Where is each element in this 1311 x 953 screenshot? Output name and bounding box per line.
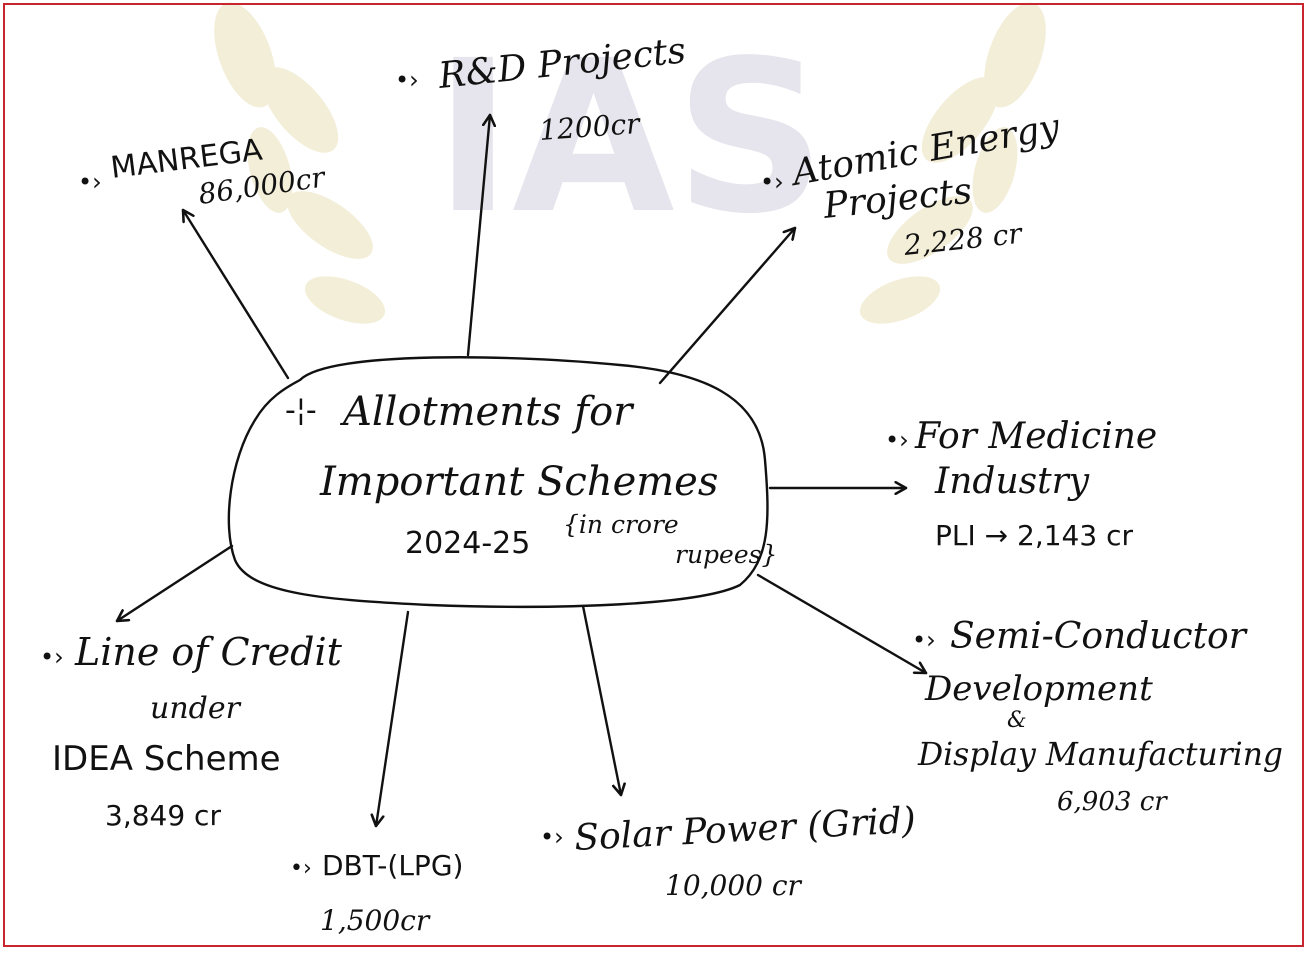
watermark-text: IAS (434, 15, 826, 260)
node-dbt: •› DBT-(LPG) 1,500cr (290, 849, 463, 937)
node-medicine-amount: PLI → 2,143 cr (935, 519, 1133, 552)
arrow-dbt (376, 610, 410, 826)
node-rnd: •› R&D Projects 1200cr (395, 30, 688, 147)
center-year: 2024-25 (405, 526, 530, 561)
node-atomic-bullet: •› (760, 168, 784, 196)
node-rnd-amount: 1200cr (538, 107, 642, 147)
center-title-line1: Allotments for (339, 389, 635, 435)
node-semiconductor-connector: & (1007, 708, 1027, 733)
node-idea-bullet: •› (40, 643, 64, 671)
node-solar-name: Solar Power (Grid) (573, 800, 916, 859)
node-semiconductor-name-line1: Semi-Conductor (950, 616, 1248, 657)
arrow-atomic (658, 228, 795, 385)
node-solar-bullet: •› (540, 823, 564, 851)
arrow-idea (117, 544, 234, 621)
node-semiconductor-name-line2: Development (924, 669, 1153, 709)
node-idea-name-line3: IDEA Scheme (52, 739, 281, 779)
node-medicine: •› For Medicine Industry PLI → 2,143 cr (885, 416, 1157, 552)
node-idea-amount: 3,849 cr (105, 799, 221, 832)
node-medicine-bullet: •› (885, 426, 909, 454)
node-idea-name-line1: Line of Credit (74, 630, 343, 674)
node-semiconductor: •› Semi-Conductor Development & Display … (912, 616, 1283, 817)
center-node: -¦- Allotments for Important Schemes 202… (285, 389, 777, 569)
center-unit-line2: rupees} (675, 540, 777, 569)
watermark-laurel-left (214, 2, 386, 324)
node-medicine-name-line2: Industry (934, 461, 1090, 502)
node-solar: •› Solar Power (Grid) 10,000 cr (540, 800, 917, 902)
node-manrega-bullet: •› (78, 168, 102, 196)
watermark-laurel-right (859, 2, 1046, 324)
node-manrega: •› MANREGA 86,000cr (78, 133, 328, 211)
node-dbt-bullet: •› (290, 856, 312, 881)
center-marker: -¦- (285, 393, 317, 428)
arrow-manrega (183, 210, 290, 380)
node-dbt-amount: 1,500cr (320, 904, 431, 937)
node-semiconductor-bullet: •› (912, 626, 936, 654)
center-blob (227, 356, 769, 608)
node-idea: •› Line of Credit under IDEA Scheme 3,84… (40, 630, 343, 832)
node-rnd-name: R&D Projects (436, 30, 688, 97)
node-semiconductor-name-line3: Display Manufacturing (917, 735, 1283, 773)
node-medicine-name-line1: For Medicine (914, 416, 1157, 457)
node-solar-amount: 10,000 cr (665, 869, 803, 902)
arrow-solar (581, 604, 621, 795)
node-idea-name-line2: under (150, 691, 242, 726)
node-atomic-amount: 2,228 cr (901, 217, 1025, 262)
node-semiconductor-amount: 6,903 cr (1057, 787, 1168, 817)
center-title-line2: Important Schemes (319, 459, 718, 505)
arrow-rnd (466, 115, 490, 357)
node-atomic: •› Atomic Energy Projects 2,228 cr (760, 106, 1063, 262)
node-rnd-bullet: •› (395, 66, 419, 94)
frame-border (3, 3, 1304, 947)
node-dbt-name: DBT-(LPG) (322, 849, 463, 882)
center-unit-line1: {in crore (563, 510, 679, 539)
arrow-semiconductor (756, 573, 926, 673)
